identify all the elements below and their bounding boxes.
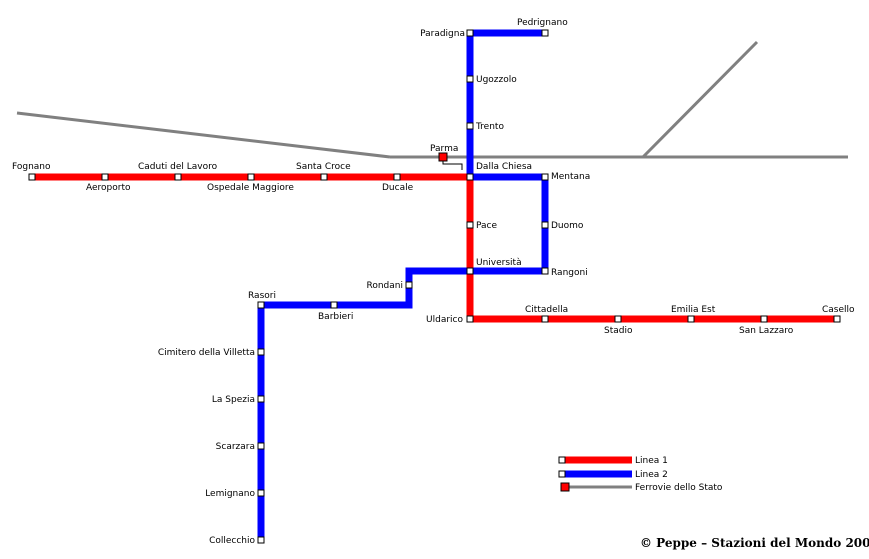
station-label-ospedale-maggiore: Ospedale Maggiore <box>207 183 294 193</box>
station-label-lemignano: Lemignano <box>205 489 255 499</box>
railway-northeast <box>641 40 759 159</box>
station-label-collecchio: Collecchio <box>209 536 255 546</box>
station-marker-duomo[interactable] <box>541 221 549 229</box>
station-label-ugozzolo: Ugozzolo <box>476 75 517 85</box>
station-marker-rasori[interactable] <box>257 301 265 309</box>
station-marker-rondani[interactable] <box>405 281 413 289</box>
station-label-rasori: Rasori <box>248 291 276 301</box>
station-label-caduti-del-lavoro: Caduti del Lavoro <box>138 162 218 172</box>
station-label-parma: Parma <box>430 144 458 154</box>
legend-ferrovie: Ferrovie dello Stato <box>560 482 723 493</box>
station-label-san-lazzaro: San Lazzaro <box>739 326 794 336</box>
station-marker-san-lazzaro[interactable] <box>760 315 768 323</box>
station-marker-caduti-del-lavoro[interactable] <box>174 173 182 181</box>
station-marker-la-spezia[interactable] <box>257 395 265 403</box>
station-marker-ugozzolo[interactable] <box>466 75 474 83</box>
station-marker-casello[interactable] <box>833 315 841 323</box>
station-marker-mentana[interactable] <box>541 173 549 181</box>
station-marker-ospedale-maggiore[interactable] <box>247 173 255 181</box>
station-label-pace: Pace <box>476 221 497 231</box>
station-label-rangoni: Rangoni <box>551 268 588 278</box>
station-label-pedrignano: Pedrignano <box>517 18 568 28</box>
legend-linea-1: Linea 1 <box>558 456 668 466</box>
station-label-fognano: Fognano <box>12 162 51 172</box>
railway-west <box>16 111 391 159</box>
copyright-credit: © Peppe – Stazioni del Mondo 2007 <box>640 536 869 550</box>
station-marker-emilia-est[interactable] <box>687 315 695 323</box>
station-label-emilia-est: Emilia Est <box>671 305 716 315</box>
station-label-barbieri: Barbieri <box>318 312 353 322</box>
station-label-universita: Università <box>476 258 522 268</box>
station-label-scarzara: Scarzara <box>216 442 255 452</box>
station-marker-santa-croce[interactable] <box>320 173 328 181</box>
railway-lines <box>16 40 848 159</box>
station-label-stadio: Stadio <box>604 326 633 336</box>
station-marker-cittadella[interactable] <box>541 315 549 323</box>
station-marker-aeroporto[interactable] <box>101 173 109 181</box>
legend-label-ferrovie: Ferrovie dello Stato <box>635 483 723 493</box>
station-marker-collecchio[interactable] <box>257 536 265 544</box>
station-marker-barbieri[interactable] <box>330 301 338 309</box>
station-marker-scarzara[interactable] <box>257 442 265 450</box>
station-marker-ducale[interactable] <box>393 173 401 181</box>
station-label-mentana: Mentana <box>551 172 590 182</box>
station-marker-trento[interactable] <box>466 122 474 130</box>
station-marker-dalla-chiesa[interactable] <box>466 173 474 181</box>
station-label-trento: Trento <box>475 122 504 132</box>
station-labels: Paradigna Pedrignano Ugozzolo Trento Par… <box>12 18 855 546</box>
legend-label-linea-2: Linea 2 <box>635 470 668 480</box>
station-label-paradigna: Paradigna <box>420 29 465 39</box>
linea-1 <box>30 173 840 323</box>
station-marker-stadio[interactable] <box>614 315 622 323</box>
station-label-santa-croce: Santa Croce <box>296 162 351 172</box>
station-label-cittadella: Cittadella <box>525 305 568 315</box>
legend: Linea 1 Linea 2 Ferrovie dello Stato <box>558 456 723 493</box>
station-label-la-spezia: La Spezia <box>212 395 255 405</box>
legend-linea-2: Linea 2 <box>558 470 668 480</box>
station-marker-rangoni[interactable] <box>541 267 549 275</box>
station-label-dalla-chiesa: Dalla Chiesa <box>476 162 532 172</box>
station-marker-fognano[interactable] <box>28 173 36 181</box>
station-marker-cimitero-della-villetta[interactable] <box>257 348 265 356</box>
station-marker-uldarico[interactable] <box>466 315 474 323</box>
station-label-rondani: Rondani <box>367 281 404 291</box>
station-label-aeroporto: Aeroporto <box>86 183 131 193</box>
station-marker-parma[interactable] <box>438 152 448 162</box>
station-marker-universita[interactable] <box>466 267 474 275</box>
station-label-ducale: Ducale <box>382 183 414 193</box>
linea-2 <box>257 29 549 541</box>
station-marker-lemignano[interactable] <box>257 489 265 497</box>
station-label-duomo: Duomo <box>551 221 584 231</box>
station-marker-paradigna[interactable] <box>466 29 474 37</box>
station-marker-pedrignano[interactable] <box>541 29 549 37</box>
station-label-cimitero-della-villetta: Cimitero della Villetta <box>158 348 255 358</box>
station-markers <box>28 29 841 544</box>
station-marker-pace[interactable] <box>466 221 474 229</box>
station-label-casello: Casello <box>822 305 855 315</box>
station-label-uldarico: Uldarico <box>426 315 463 325</box>
legend-label-linea-1: Linea 1 <box>635 456 668 466</box>
